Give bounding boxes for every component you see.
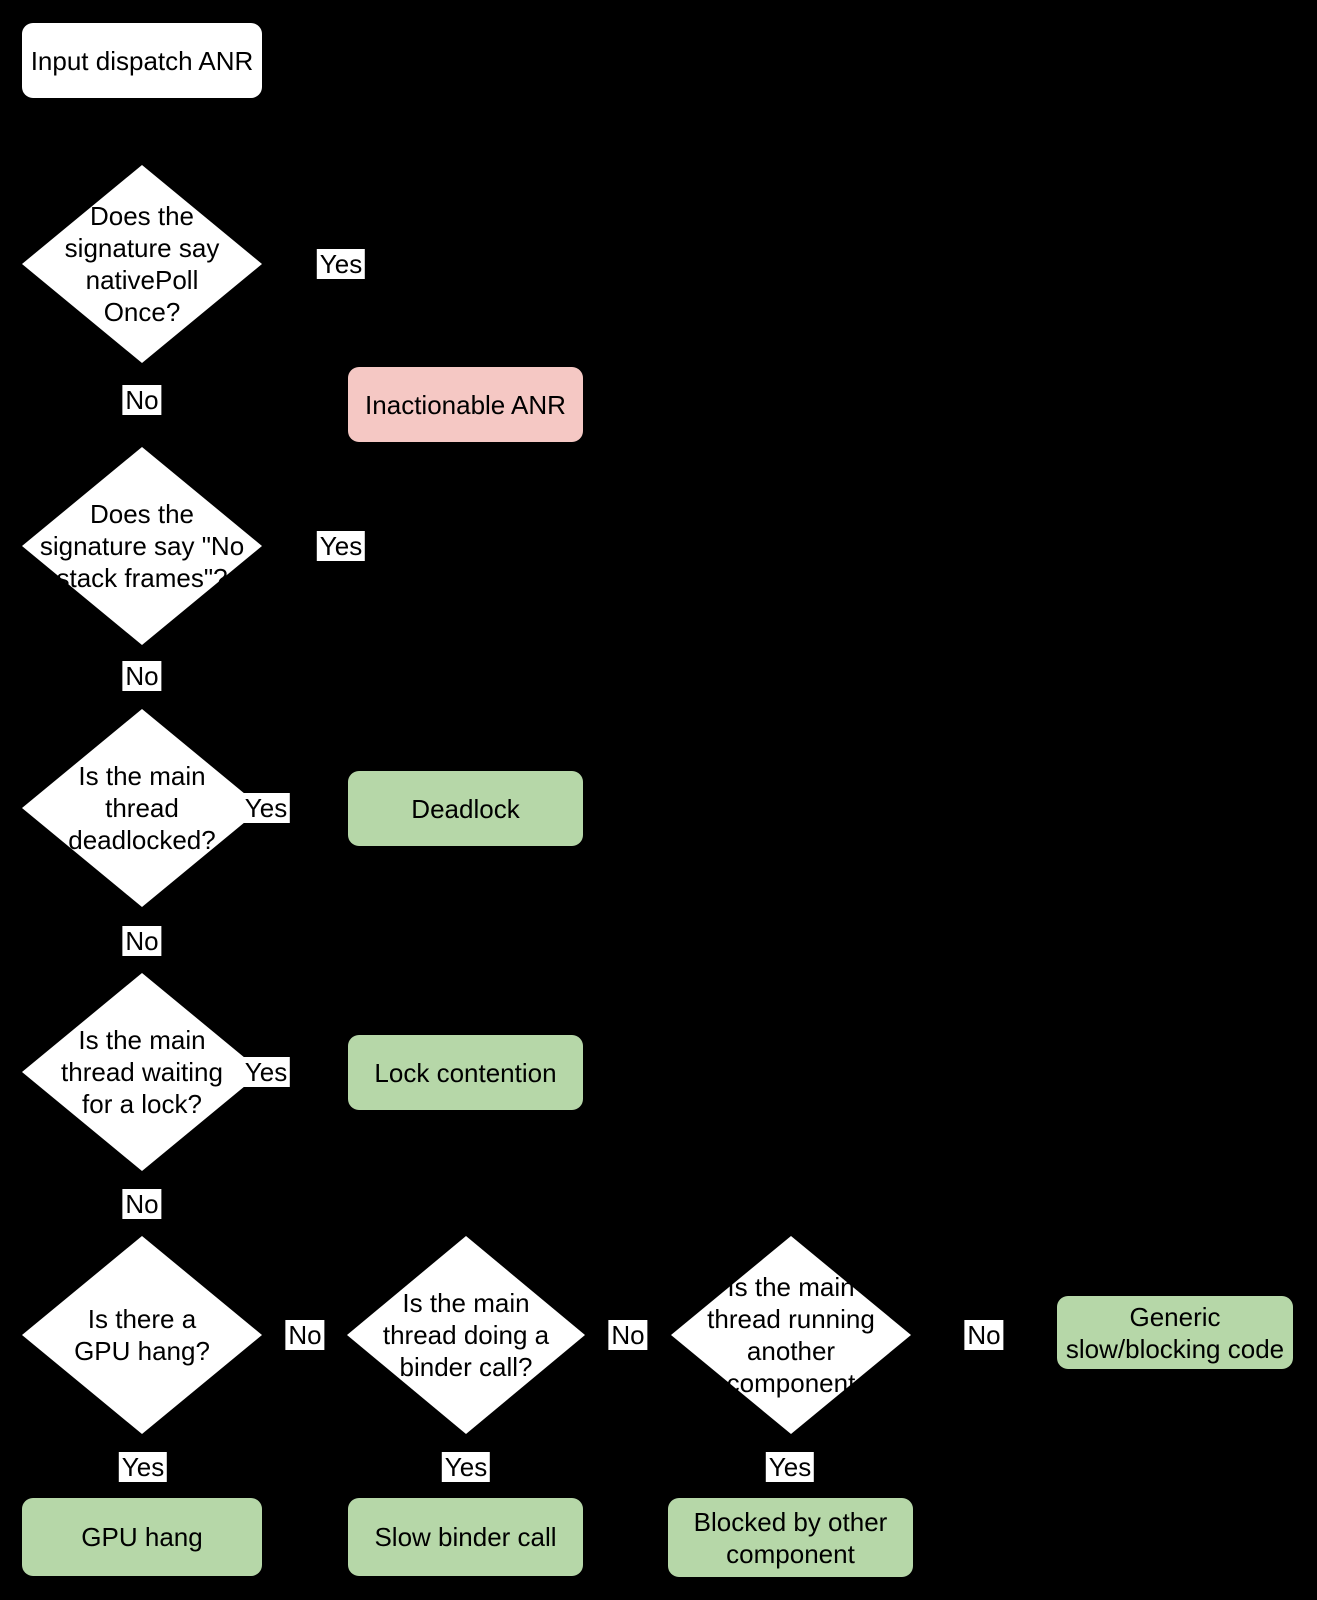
decision-text: Is the main thread waiting for a lock? — [61, 1025, 223, 1119]
decision-text: Is the main thread running another compo… — [707, 1272, 875, 1398]
edge-label-yes-nativepoll: Yes — [316, 249, 366, 279]
edge-label-yes-waiting-for-lock: Yes — [241, 1057, 291, 1087]
outcome-inactionable-anr: Inactionable ANR — [348, 367, 583, 442]
decision-binder-call: Is the main thread doing a binder call? — [347, 1236, 585, 1434]
decision-text: Is the main thread doing a binder call? — [382, 1288, 550, 1382]
decision-gpu-hang: Is there a GPU hang? — [22, 1236, 262, 1434]
start-node: Input dispatch ANR — [22, 23, 262, 98]
outcome-slow-binder-call: Slow binder call — [348, 1498, 583, 1576]
outcome-gpu-hang: GPU hang — [22, 1498, 262, 1576]
decision-deadlocked: Is the main thread deadlocked? — [22, 709, 262, 907]
edge-label-no-waiting-for-lock: No — [122, 1189, 162, 1219]
edge-label-no-gpu-hang: No — [285, 1320, 325, 1350]
edge-label-no-nativepoll: No — [122, 385, 162, 415]
decision-no-stack-frames: Does the signature say "No stack frames"… — [22, 447, 262, 645]
decision-other-component: Is the main thread running another compo… — [671, 1236, 911, 1434]
edge-label-yes-no-stack-frames: Yes — [316, 531, 366, 561]
edge-label-yes-other-component: Yes — [765, 1452, 815, 1482]
edge-label-yes-gpu-hang: Yes — [118, 1452, 168, 1482]
decision-text: Does the signature say nativePoll Once? — [64, 201, 220, 327]
decision-nativepoll-once: Does the signature say nativePoll Once? — [22, 165, 262, 363]
edge-label-yes-binder-call: Yes — [441, 1452, 491, 1482]
edge-label-no-binder-call: No — [608, 1320, 648, 1350]
decision-waiting-for-lock: Is the main thread waiting for a lock? — [22, 973, 262, 1171]
edge-label-yes-deadlocked: Yes — [241, 793, 291, 823]
outcome-lock-contention: Lock contention — [348, 1035, 583, 1110]
decision-text: Does the signature say "No stack frames"… — [39, 499, 245, 593]
edge-label-no-deadlocked: No — [122, 926, 162, 956]
outcome-deadlock: Deadlock — [348, 771, 583, 846]
edge-label-no-other-component: No — [964, 1320, 1004, 1350]
outcome-blocked-by-other: Blocked by other component — [668, 1498, 913, 1577]
outcome-generic-slow-code: Generic slow/blocking code — [1057, 1296, 1293, 1369]
decision-text: Is there a GPU hang? — [74, 1304, 210, 1366]
edge-label-no-no-stack-frames: No — [122, 661, 162, 691]
decision-text: Is the main thread deadlocked? — [68, 761, 216, 855]
